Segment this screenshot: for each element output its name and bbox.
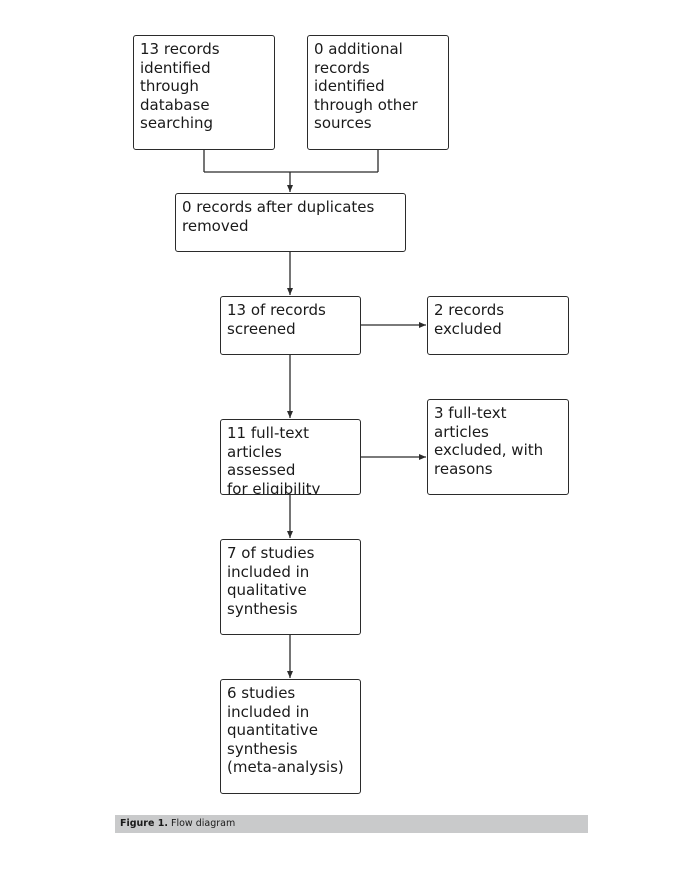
box-database-records: 13 records identified through database s… bbox=[133, 35, 275, 150]
box-fulltext-assessed: 11 full-text articles assessed for eligi… bbox=[220, 419, 361, 495]
box-records-screened: 13 of records screened bbox=[220, 296, 361, 355]
figure-caption-text: Flow diagram bbox=[171, 818, 236, 829]
box-records-excluded: 2 records excluded bbox=[427, 296, 569, 355]
box-quantitative-synthesis: 6 studies included in quantitative synth… bbox=[220, 679, 361, 794]
box-after-duplicates: 0 records after duplicates removed bbox=[175, 193, 406, 252]
box-fulltext-excluded: 3 full-text articles excluded, with reas… bbox=[427, 399, 569, 495]
box-other-sources: 0 additional records identified through … bbox=[307, 35, 449, 150]
figure-caption: Figure 1. Flow diagram bbox=[115, 815, 588, 833]
figure-caption-label: Figure 1. bbox=[120, 818, 168, 829]
box-qualitative-synthesis: 7 of studies included in qualitative syn… bbox=[220, 539, 361, 635]
